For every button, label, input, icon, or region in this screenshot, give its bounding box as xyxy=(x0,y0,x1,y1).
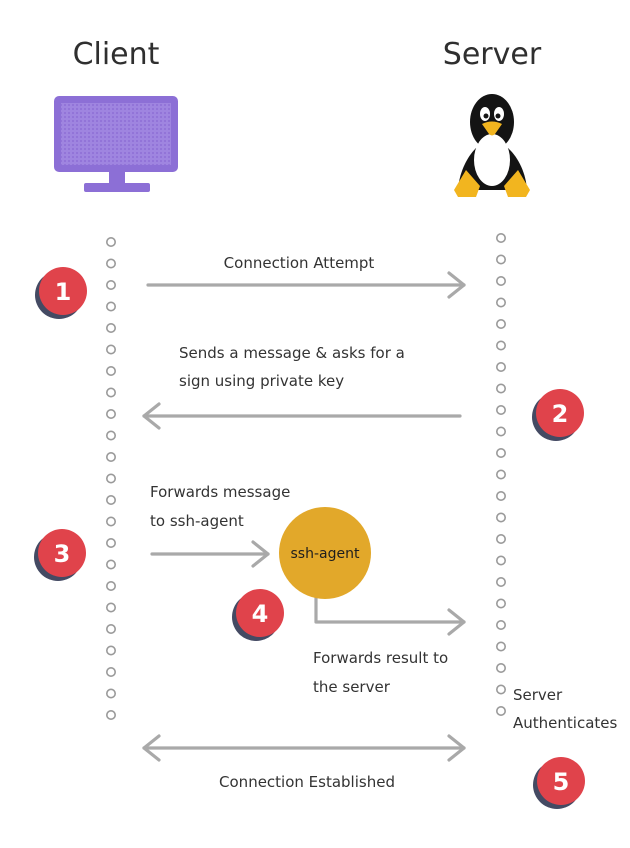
lifeline-dot xyxy=(106,258,117,269)
result-label-line1: Forwards result to xyxy=(313,649,448,667)
lifeline-dot xyxy=(106,602,117,613)
lifeline-dot xyxy=(495,662,506,673)
ssh-agent-label: ssh-agent xyxy=(291,546,360,562)
lifeline-dot xyxy=(106,430,117,441)
lifeline-dot xyxy=(495,447,506,458)
forward-result-arrow xyxy=(314,594,466,636)
lifeline-dot xyxy=(106,322,117,333)
step-number-5: 5 xyxy=(553,768,570,796)
lifeline-dot xyxy=(106,473,117,484)
lifeline-dot xyxy=(495,469,506,480)
step-badge-5: 5 xyxy=(533,757,585,809)
step-badge-1: 1 xyxy=(35,267,87,319)
lifeline-dot xyxy=(106,645,117,656)
step-badge-4: 4 xyxy=(232,589,284,641)
lifeline-dot xyxy=(106,580,117,591)
connection-attempt-arrow xyxy=(146,271,466,299)
client-lifeline xyxy=(106,237,117,720)
lifeline-dot xyxy=(106,516,117,527)
lifeline-dot xyxy=(495,318,506,329)
step-badge-3: 3 xyxy=(34,529,86,581)
lifeline-dot xyxy=(106,344,117,355)
lifeline-dot xyxy=(106,494,117,505)
sign-request-label-line1: Sends a message & asks for a xyxy=(179,344,405,362)
lifeline-dot xyxy=(495,705,506,716)
lifeline-dot xyxy=(106,666,117,677)
lifeline-dot xyxy=(495,619,506,630)
lifeline-dot xyxy=(106,451,117,462)
sign-request-arrow xyxy=(142,402,462,430)
step-number-1: 1 xyxy=(55,278,72,306)
monitor-icon xyxy=(54,96,178,192)
sign-request-label-line2: sign using private key xyxy=(179,372,344,390)
lifeline-dot xyxy=(495,404,506,415)
lifeline-dot xyxy=(106,237,117,248)
server-lifeline xyxy=(495,233,506,716)
connection-attempt-label: Connection Attempt xyxy=(224,254,375,272)
step-number-2: 2 xyxy=(552,400,569,428)
forward-label-line2: to ssh-agent xyxy=(150,512,244,530)
lifeline-dot xyxy=(495,512,506,523)
lifeline-dot xyxy=(106,559,117,570)
lifeline-dot xyxy=(495,598,506,609)
lifeline-dot xyxy=(495,275,506,286)
lifeline-dot xyxy=(495,297,506,308)
lifeline-dot xyxy=(495,361,506,372)
server-auth-label-line1: Server xyxy=(513,686,563,704)
lifeline-dot xyxy=(106,365,117,376)
lifeline-dot xyxy=(106,623,117,634)
client-title: Client xyxy=(73,37,160,72)
lifeline-dot xyxy=(106,709,117,720)
connection-established-arrow xyxy=(142,734,466,762)
lifeline-dot xyxy=(495,340,506,351)
connection-established-label: Connection Established xyxy=(219,773,395,791)
lifeline-dot xyxy=(495,490,506,501)
forward-to-agent-arrow xyxy=(150,540,270,568)
lifeline-dot xyxy=(495,426,506,437)
forward-label-line1: Forwards message xyxy=(150,483,290,501)
lifeline-dot xyxy=(106,688,117,699)
server-title: Server xyxy=(443,37,542,72)
lifeline-dot xyxy=(495,533,506,544)
lifeline-dot xyxy=(106,301,117,312)
step-number-4: 4 xyxy=(252,600,269,628)
lifeline-dot xyxy=(495,641,506,652)
lifeline-dot xyxy=(495,254,506,265)
lifeline-dot xyxy=(106,387,117,398)
ssh-agent-node: ssh-agent xyxy=(279,507,371,599)
lifeline-dot xyxy=(495,233,506,244)
step-badge-2: 2 xyxy=(532,389,584,441)
lifeline-dot xyxy=(495,684,506,695)
lifeline-dot xyxy=(106,279,117,290)
lifeline-dot xyxy=(495,576,506,587)
lifeline-dot xyxy=(106,537,117,548)
lifeline-dot xyxy=(106,408,117,419)
lifeline-dot xyxy=(495,383,506,394)
server-auth-label-line2: Authenticates xyxy=(513,714,617,732)
step-number-3: 3 xyxy=(54,540,71,568)
result-label-line2: the server xyxy=(313,678,391,696)
lifeline-dot xyxy=(495,555,506,566)
linux-penguin-icon xyxy=(454,94,530,197)
